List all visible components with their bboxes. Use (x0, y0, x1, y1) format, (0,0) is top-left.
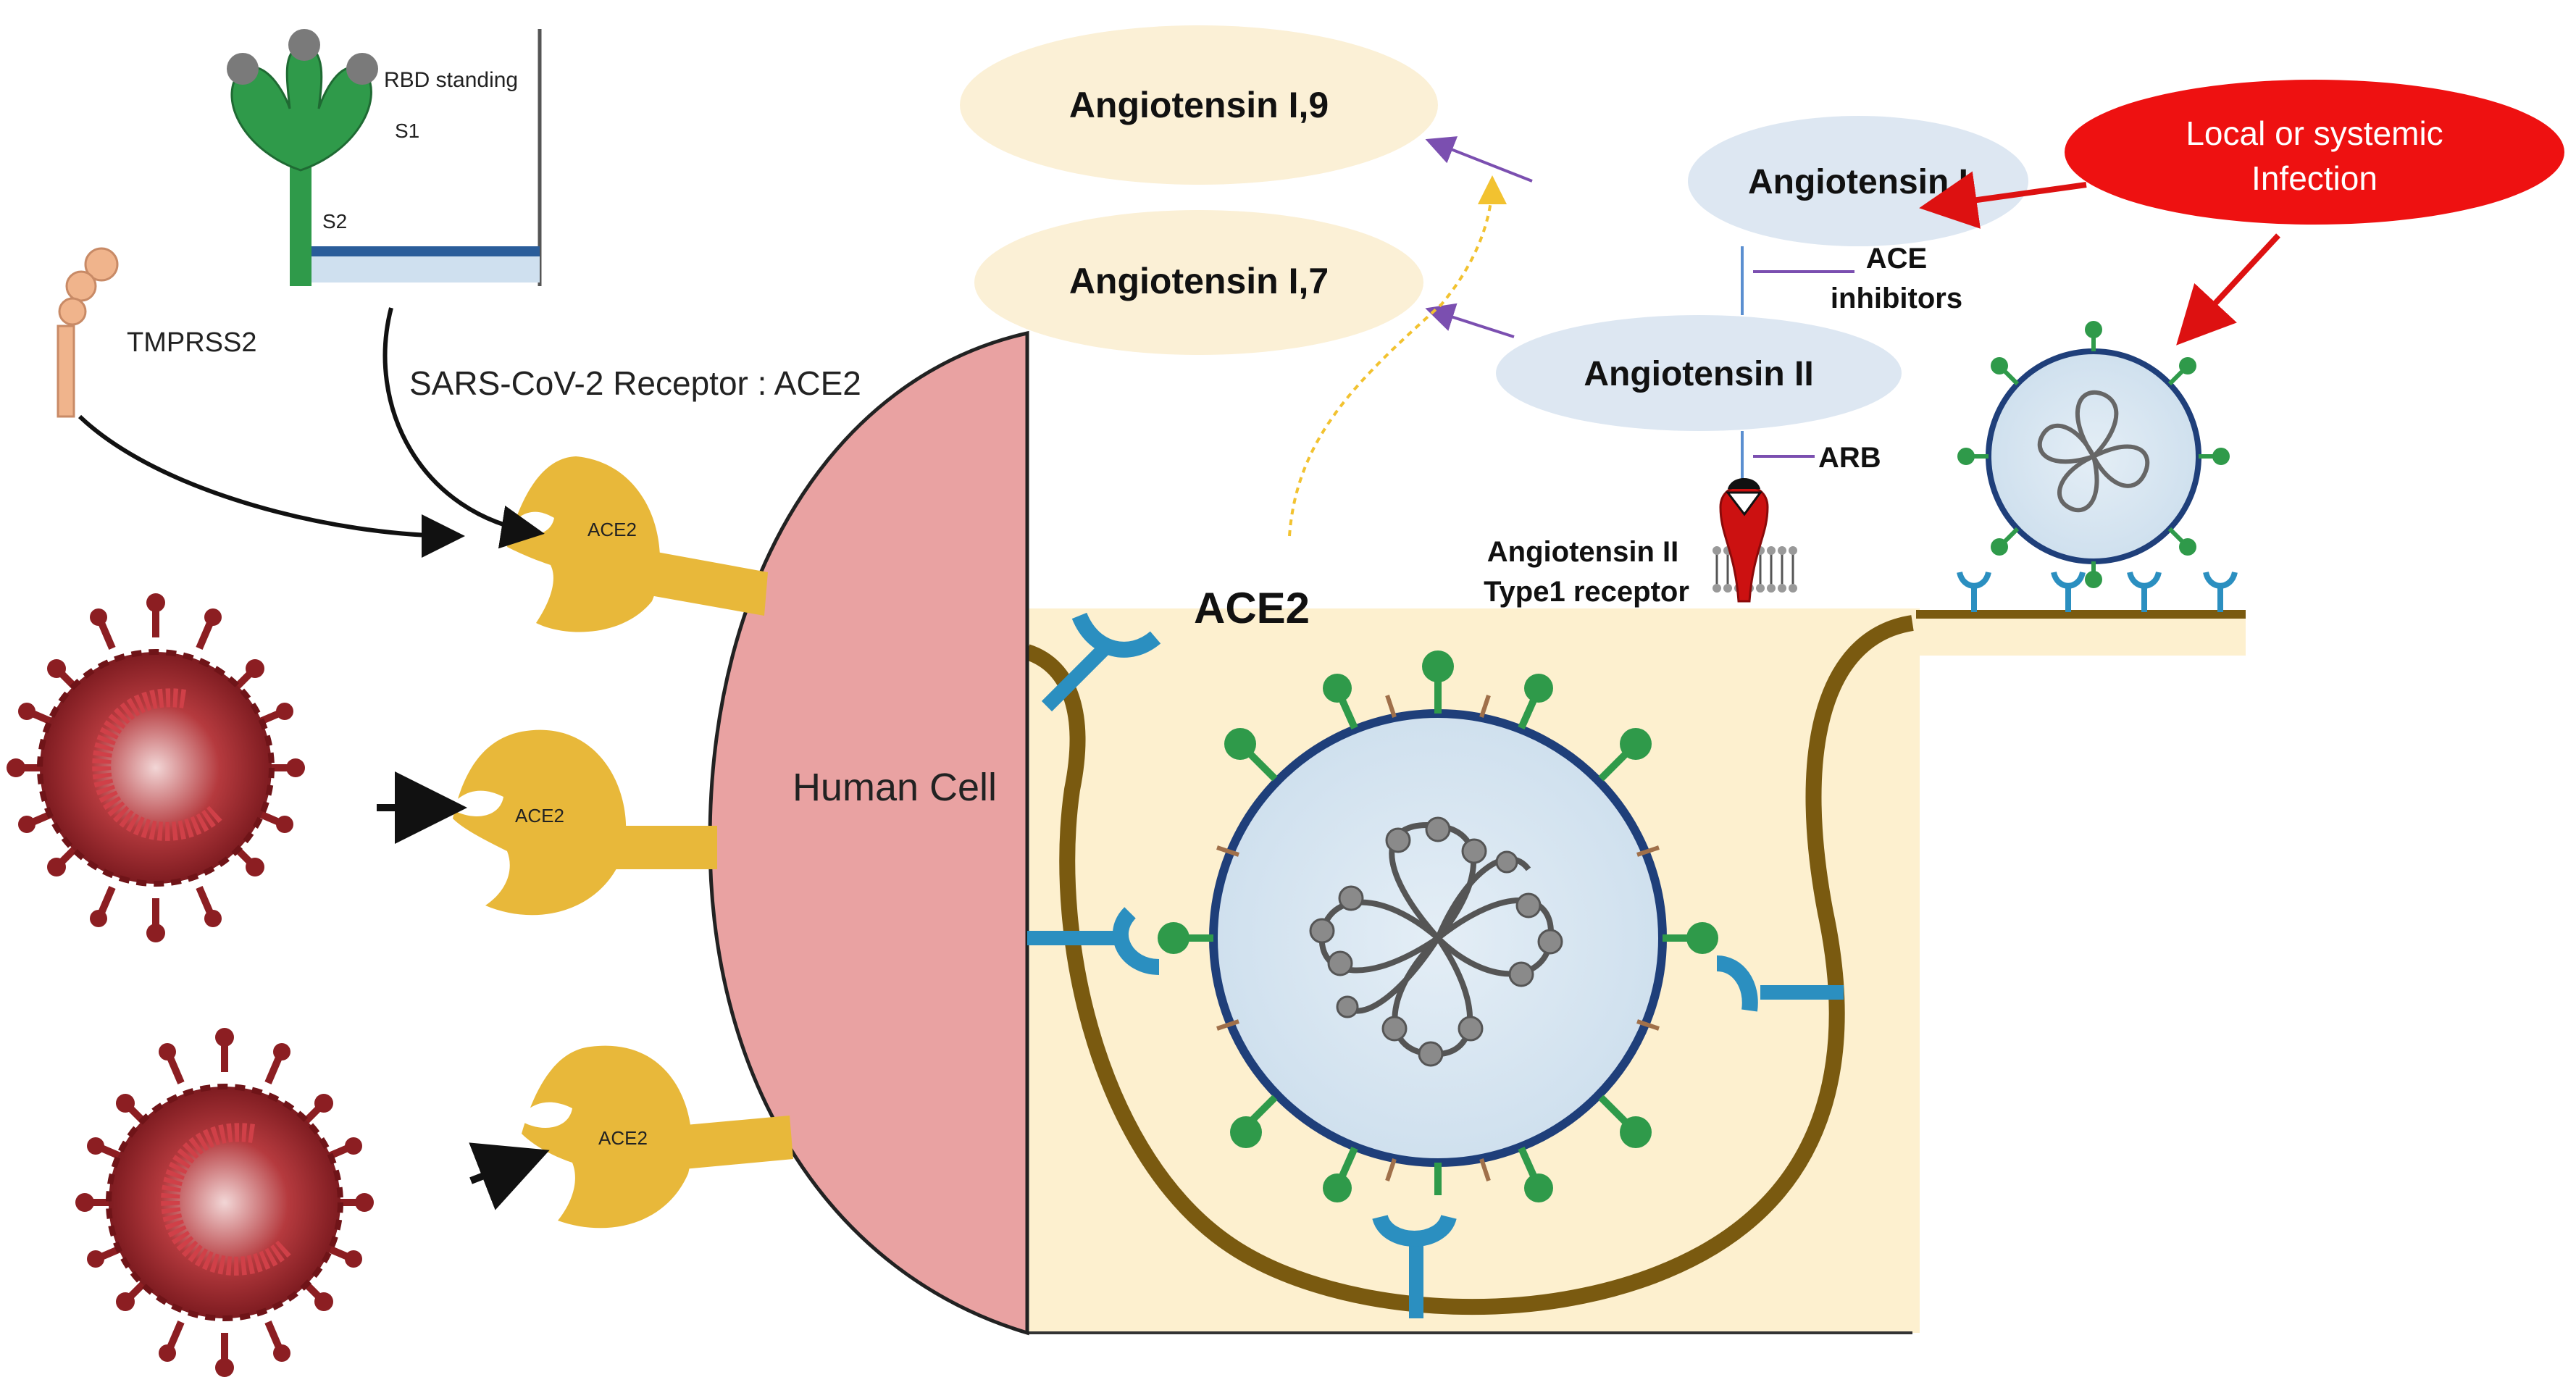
infection-label-line1: Local or systemic (2186, 114, 2443, 152)
small-virion-rna (2037, 390, 2150, 513)
ace2-receptor-1-head (507, 456, 661, 632)
spike-s1-label: S1 (395, 120, 419, 142)
sars-receptor-label: SARS-CoV-2 Receptor : ACE2 (409, 364, 861, 402)
coronavirus-1-body (37, 649, 275, 887)
arrow-ang1-to-ang1-9 (1425, 136, 1533, 183)
coronavirus-particle-1 (7, 593, 305, 942)
ace-inhibitors-label-line2: inhibitors (1831, 283, 1962, 314)
endocytosed-virion (1158, 650, 1718, 1202)
ace2-receptor-1: ACE2 (507, 456, 768, 632)
small-virion-spike-heads (1957, 321, 2230, 588)
tmprss2-label: TMPRSS2 (127, 327, 256, 358)
blue-ace2-receptor-top (1041, 612, 1161, 712)
endocytosed-virion-spike-heads (1158, 650, 1718, 1202)
arrow-infection-to-virion (2176, 233, 2280, 346)
spike-inset-membrane (301, 246, 540, 256)
spike-s2-stalk (290, 163, 311, 286)
tmprss2-domain-1 (84, 247, 119, 282)
blue-ace2-receptor-bottom (1372, 1214, 1457, 1318)
ace2-receptor-3-head (522, 1045, 692, 1229)
coronavirus-2-body (106, 1084, 343, 1321)
blue-ace2-receptor-right (1716, 955, 1844, 1012)
ace2-receptor-3-notch (518, 1102, 572, 1128)
angiotensin-1-9-node: Angiotensin I,9 (960, 25, 1438, 185)
angiotensin-1-7-node: Angiotensin I,7 (974, 210, 1423, 355)
arrow-ang2-to-ang1-7 (1425, 303, 1515, 338)
angiotensin-2-label: Angiotensin II (1584, 355, 1813, 393)
ace2-big-label: ACE2 (1194, 584, 1310, 632)
infection-node: Local or systemic Infection (2065, 80, 2564, 225)
tmprss2-domain-2 (65, 270, 97, 302)
small-virion-receptors (1957, 571, 2238, 612)
cell-membrane (1024, 615, 1914, 1315)
arrow-tmprss2-to-ace2 (78, 414, 465, 558)
spike-inset-membrane-shade (301, 256, 540, 283)
at1-receptor (1713, 478, 1797, 603)
at1-ligand (1725, 491, 1762, 516)
ace-inhibitors-label-line1: ACE (1866, 243, 1927, 275)
angiotensin-1-node: Angiotensin I (1688, 116, 2028, 246)
angiotensin-1-7-label: Angiotensin I,7 (1069, 261, 1329, 301)
ace2-receptor-2-label: ACE2 (515, 805, 564, 827)
angiotensin-2-ellipse (1496, 315, 1902, 431)
angiotensin-2-node: Angiotensin II (1496, 315, 1902, 431)
angiotensin-1-9-ellipse (960, 25, 1438, 185)
endocytosed-virion-nucleocapsid (1309, 816, 1563, 1067)
angiotensin-1-9-label: Angiotensin I,9 (1069, 85, 1329, 125)
at1-receptor-label-line2: Type1 receptor (1484, 576, 1689, 608)
ace2-receptor-1-label: ACE2 (587, 519, 637, 540)
small-virion-cytoplasm (1916, 612, 2246, 656)
ace2-receptor-3: ACE2 (518, 1045, 793, 1229)
arb-label: ARB (1818, 442, 1881, 474)
ace2-receptor-2-head (453, 729, 627, 916)
at1-inhibitor-cap (1728, 478, 1760, 489)
infection-label-line2: Infection (2251, 159, 2378, 197)
coronavirus-2-rna (161, 1123, 293, 1276)
human-cell-label: Human Cell (793, 766, 997, 809)
arrow-virus2-to-ace2 (469, 1142, 550, 1210)
coronavirus-2-spike-tips (75, 1028, 374, 1377)
dotted-ace2-conversion-arrow (1288, 175, 1507, 537)
arrow-spike-to-ace2 (382, 307, 545, 549)
ace2-receptor-3-label: ACE2 (598, 1127, 648, 1149)
spike-s2-label: S2 (322, 210, 347, 233)
angiotensin-1-7-ellipse (974, 210, 1423, 355)
infection-ellipse (2065, 80, 2564, 225)
spike-rbd-3 (346, 53, 378, 85)
angiotensin-1-label: Angiotensin I (1748, 163, 1968, 201)
tmprss2-protein: TMPRSS2 (57, 247, 256, 418)
coronavirus-1-spike-tips (7, 593, 305, 942)
endocytosed-virion-membrane-proteins (1216, 695, 1660, 1181)
tmprss2-stalk (57, 325, 75, 418)
coronavirus-particle-2 (75, 1028, 374, 1377)
ace2-receptor-2: ACE2 (449, 729, 717, 916)
at1-receptor-label-line1: Angiotensin II (1487, 536, 1678, 568)
human-cell: Human Cell (708, 330, 1029, 1336)
coronavirus-1-rna (92, 688, 225, 841)
tmprss2-domain-3 (58, 297, 87, 326)
arrow-infection-to-ang1 (1919, 171, 2087, 229)
spike-rbd-2 (288, 29, 320, 61)
blue-ace2-receptor-left (1027, 907, 1160, 975)
spike-rbd-1 (227, 53, 259, 85)
spike-inset: RBD standing S1 S2 (227, 29, 542, 286)
small-virion-inset (1916, 321, 2246, 656)
human-cell-body (708, 330, 1029, 1336)
spike-rbd-label: RBD standing (384, 68, 518, 92)
